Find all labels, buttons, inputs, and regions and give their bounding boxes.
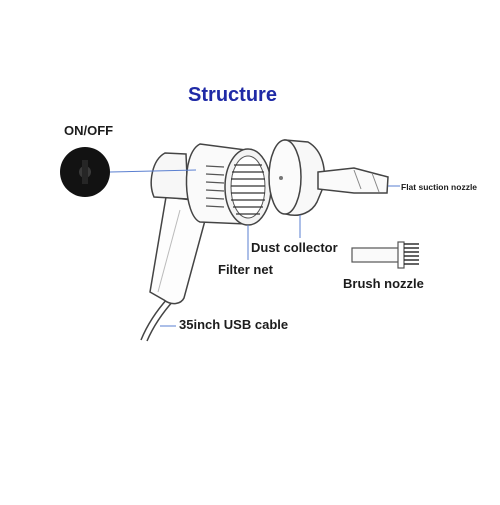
rear-cap-drawing (150, 152, 189, 200)
label-usb-cable: 35inch USB cable (179, 317, 289, 332)
handle-drawing (149, 196, 211, 305)
label-brush-nozzle: Brush nozzle (343, 276, 424, 291)
diagram-title: Structure (188, 84, 277, 106)
label-filter-net: Filter net (218, 262, 273, 277)
label-dust-collector: Dust collector (251, 240, 338, 255)
usb-cable-drawing (140, 297, 169, 341)
label-on-off: ON/OFF (64, 123, 114, 138)
label-flat-suction-nozzle: Flat suction nozzle (401, 182, 478, 192)
flat-nozzle-drawing (317, 167, 389, 194)
power-switch-icon (60, 147, 110, 197)
leader-on-off (109, 169, 197, 173)
brush-nozzle-drawing (351, 241, 419, 269)
